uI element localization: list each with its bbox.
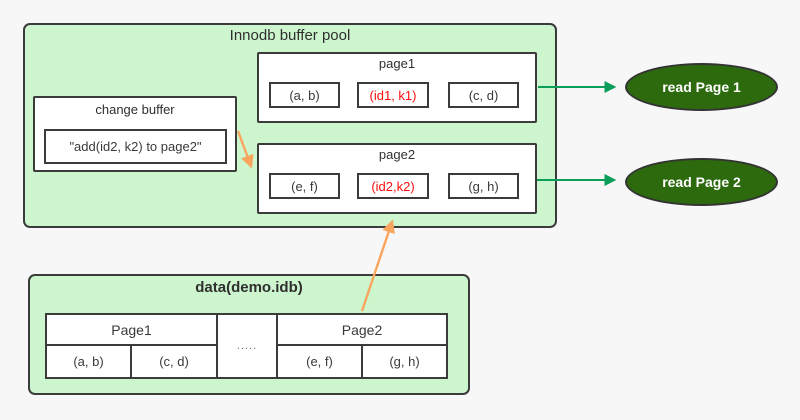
change-buffer-note: "add(id2, k2) to page2"	[44, 129, 227, 164]
read-page1-node: read Page 1	[625, 63, 778, 111]
page2-cell-gh: (g, h)	[448, 173, 519, 199]
page1-cell-ab: (a, b)	[269, 82, 340, 108]
page2-title: page2	[378, 147, 416, 162]
disk-ellipsis-cell: .....	[216, 313, 278, 379]
page1-cell-id1k1: (id1, k1)	[357, 82, 429, 108]
disk-data-title: data(demo.idb)	[195, 279, 303, 296]
page2-cell-ef: (e, f)	[269, 173, 340, 199]
page1-cell-cd: (c, d)	[448, 82, 519, 108]
disk-page2-header: Page2	[276, 313, 448, 346]
change-buffer-title: change buffer	[95, 102, 175, 117]
disk-page1-header: Page1	[45, 313, 218, 346]
read-page2-node: read Page 2	[625, 158, 778, 206]
buffer-pool-title: Innodb buffer pool	[229, 27, 351, 44]
disk-page2-cell-gh: (g, h)	[361, 344, 448, 379]
disk-page1-cell-cd: (c, d)	[130, 344, 218, 379]
disk-page2-cell-ef: (e, f)	[276, 344, 363, 379]
page2-cell-id2k2: (id2,k2)	[357, 173, 429, 199]
page1-title: page1	[378, 56, 416, 71]
disk-page1-cell-ab: (a, b)	[45, 344, 132, 379]
